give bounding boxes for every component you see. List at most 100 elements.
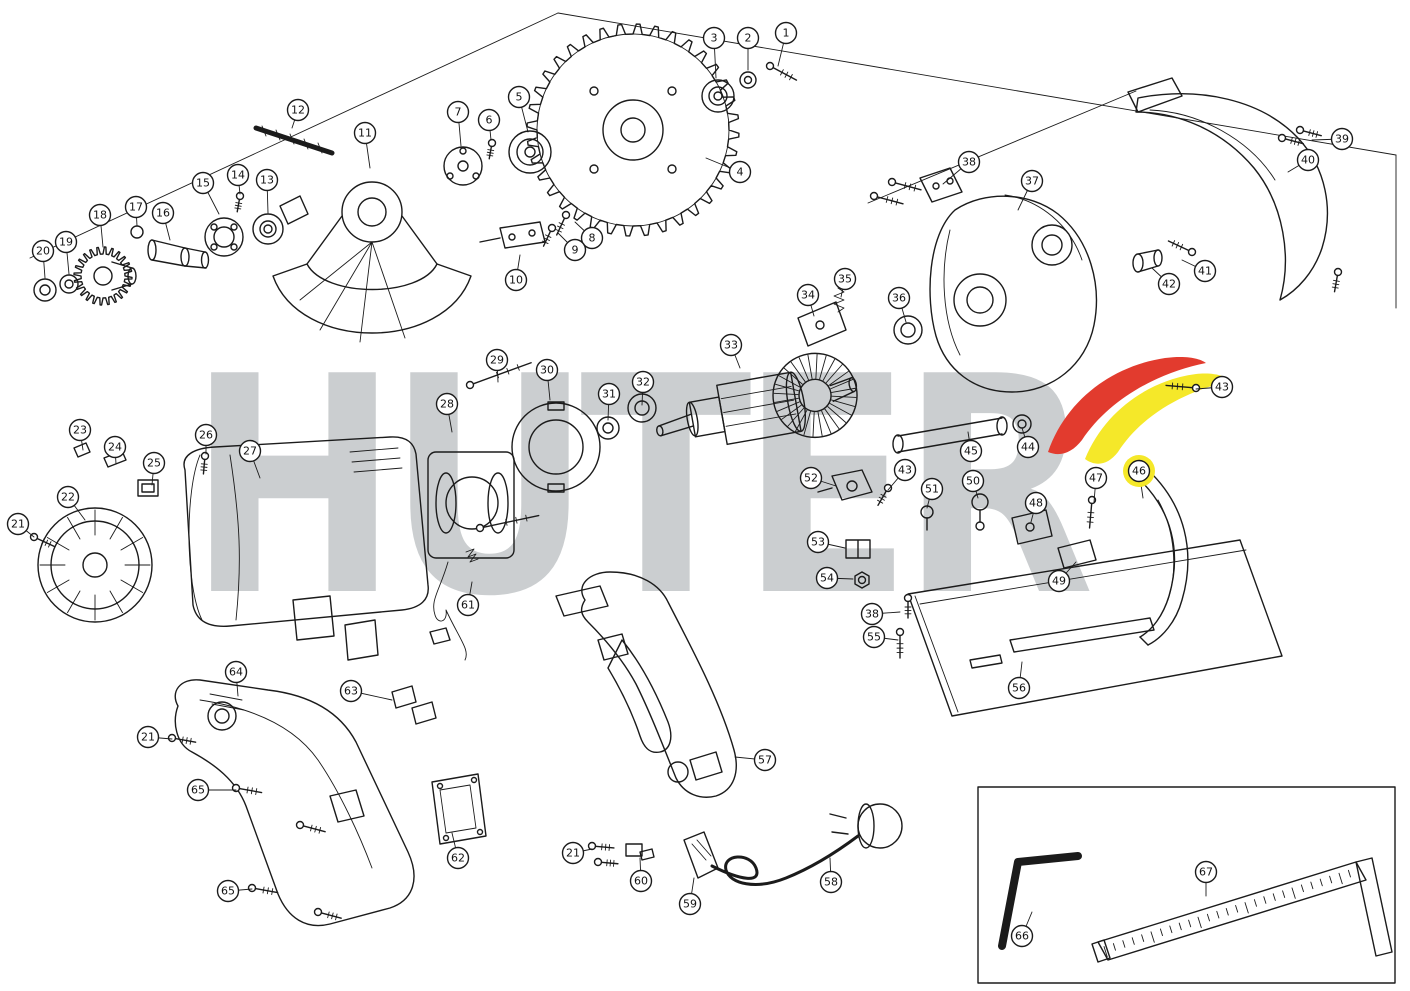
svg-text:32: 32 <box>636 376 650 389</box>
riving-bracket <box>480 222 545 248</box>
callout-48: 48 <box>1026 493 1047 523</box>
callout-60: 60 <box>631 858 652 892</box>
svg-text:53: 53 <box>811 536 825 549</box>
callout-46: 46 <box>1123 455 1155 498</box>
svg-text:59: 59 <box>683 898 697 911</box>
callout-21: 21 <box>563 843 593 864</box>
callout-12: 12 <box>288 100 309 129</box>
svg-text:29: 29 <box>490 354 504 367</box>
callout-44: 44 <box>1018 428 1039 458</box>
rear-housing <box>175 680 486 926</box>
callout-35: 35 <box>835 269 856 298</box>
callout-53: 53 <box>808 532 846 553</box>
callout-22: 22 <box>58 487 86 521</box>
svg-text:41: 41 <box>1198 265 1212 278</box>
callout-37: 37 <box>1018 171 1043 211</box>
callout-42: 42 <box>1152 268 1180 295</box>
svg-text:12: 12 <box>291 104 305 117</box>
svg-text:56: 56 <box>1012 682 1026 695</box>
svg-text:25: 25 <box>147 457 161 470</box>
armature <box>648 347 864 465</box>
svg-text:6: 6 <box>486 114 493 127</box>
callout-8: 8 <box>575 222 603 249</box>
svg-text:65: 65 <box>221 885 235 898</box>
blade-assembly <box>444 24 756 236</box>
svg-text:21: 21 <box>566 847 580 860</box>
svg-text:21: 21 <box>141 731 155 744</box>
callout-43: 43 <box>888 460 916 491</box>
svg-text:24: 24 <box>108 441 122 454</box>
blade-guard <box>273 182 471 342</box>
svg-text:63: 63 <box>344 685 358 698</box>
saw-blade <box>527 24 739 236</box>
gear <box>74 247 132 305</box>
callout-34: 34 <box>798 285 819 317</box>
motor-housing-left <box>184 437 478 660</box>
callout-23: 23 <box>70 420 91 451</box>
callout-25: 25 <box>144 453 165 486</box>
svg-text:17: 17 <box>129 201 143 214</box>
callout-40: 40 <box>1288 150 1319 173</box>
svg-text:43: 43 <box>898 464 912 477</box>
screws <box>31 63 1342 920</box>
svg-text:33: 33 <box>724 339 738 352</box>
callout-61: 61 <box>458 582 479 616</box>
svg-text:64: 64 <box>229 666 243 679</box>
svg-text:4: 4 <box>737 166 744 179</box>
callout-19: 19 <box>56 232 77 275</box>
callout-18: 18 <box>90 205 111 248</box>
callout-38: 38 <box>862 604 901 625</box>
callout-21: 21 <box>138 727 173 748</box>
callout-62: 62 <box>448 833 469 869</box>
callout-6: 6 <box>479 110 500 141</box>
baffle-ring <box>512 403 600 491</box>
callout-21: 21 <box>8 514 35 538</box>
callout-9: 9 <box>558 233 586 261</box>
svg-text:38: 38 <box>962 156 976 169</box>
svg-text:43: 43 <box>1215 381 1229 394</box>
callout-52: 52 <box>801 468 837 489</box>
svg-text:58: 58 <box>824 876 838 889</box>
svg-text:30: 30 <box>540 364 554 377</box>
svg-text:45: 45 <box>964 445 978 458</box>
svg-text:39: 39 <box>1335 133 1349 146</box>
callout-7: 7 <box>448 102 469 147</box>
svg-text:2: 2 <box>745 32 752 45</box>
svg-text:52: 52 <box>804 472 818 485</box>
callout-29: 29 <box>487 350 508 383</box>
svg-text:9: 9 <box>572 244 579 257</box>
svg-text:66: 66 <box>1015 930 1029 943</box>
callout-65: 65 <box>218 881 253 902</box>
callout-30: 30 <box>537 360 558 401</box>
svg-text:40: 40 <box>1301 154 1315 167</box>
svg-text:31: 31 <box>602 388 616 401</box>
callout-16: 16 <box>153 203 174 241</box>
callouts: 1234567891011121314151617181920212223242… <box>8 23 1353 947</box>
callout-49: 49 <box>1049 562 1077 592</box>
svg-text:67: 67 <box>1199 866 1213 879</box>
svg-text:44: 44 <box>1021 441 1035 454</box>
callout-38: 38 <box>943 152 980 185</box>
spring <box>466 549 478 562</box>
svg-text:47: 47 <box>1089 472 1103 485</box>
mount-group <box>798 288 922 346</box>
rod <box>256 128 332 153</box>
callout-47: 47 <box>1086 468 1107 503</box>
callout-31: 31 <box>599 384 620 421</box>
callout-59: 59 <box>680 878 701 915</box>
callout-13: 13 <box>257 170 278 214</box>
motor-end-cap <box>38 443 158 622</box>
power-cord <box>626 804 902 884</box>
svg-text:37: 37 <box>1025 175 1039 188</box>
callout-10: 10 <box>506 255 527 291</box>
callout-1: 1 <box>776 23 797 67</box>
callout-17: 17 <box>126 197 147 227</box>
svg-text:19: 19 <box>59 236 73 249</box>
accessories-inset <box>978 787 1395 983</box>
svg-text:42: 42 <box>1162 278 1176 291</box>
callout-54: 54 <box>817 568 854 589</box>
svg-text:22: 22 <box>61 491 75 504</box>
svg-text:38: 38 <box>865 608 879 621</box>
callout-4: 4 <box>706 158 751 183</box>
callout-2: 2 <box>738 28 759 71</box>
